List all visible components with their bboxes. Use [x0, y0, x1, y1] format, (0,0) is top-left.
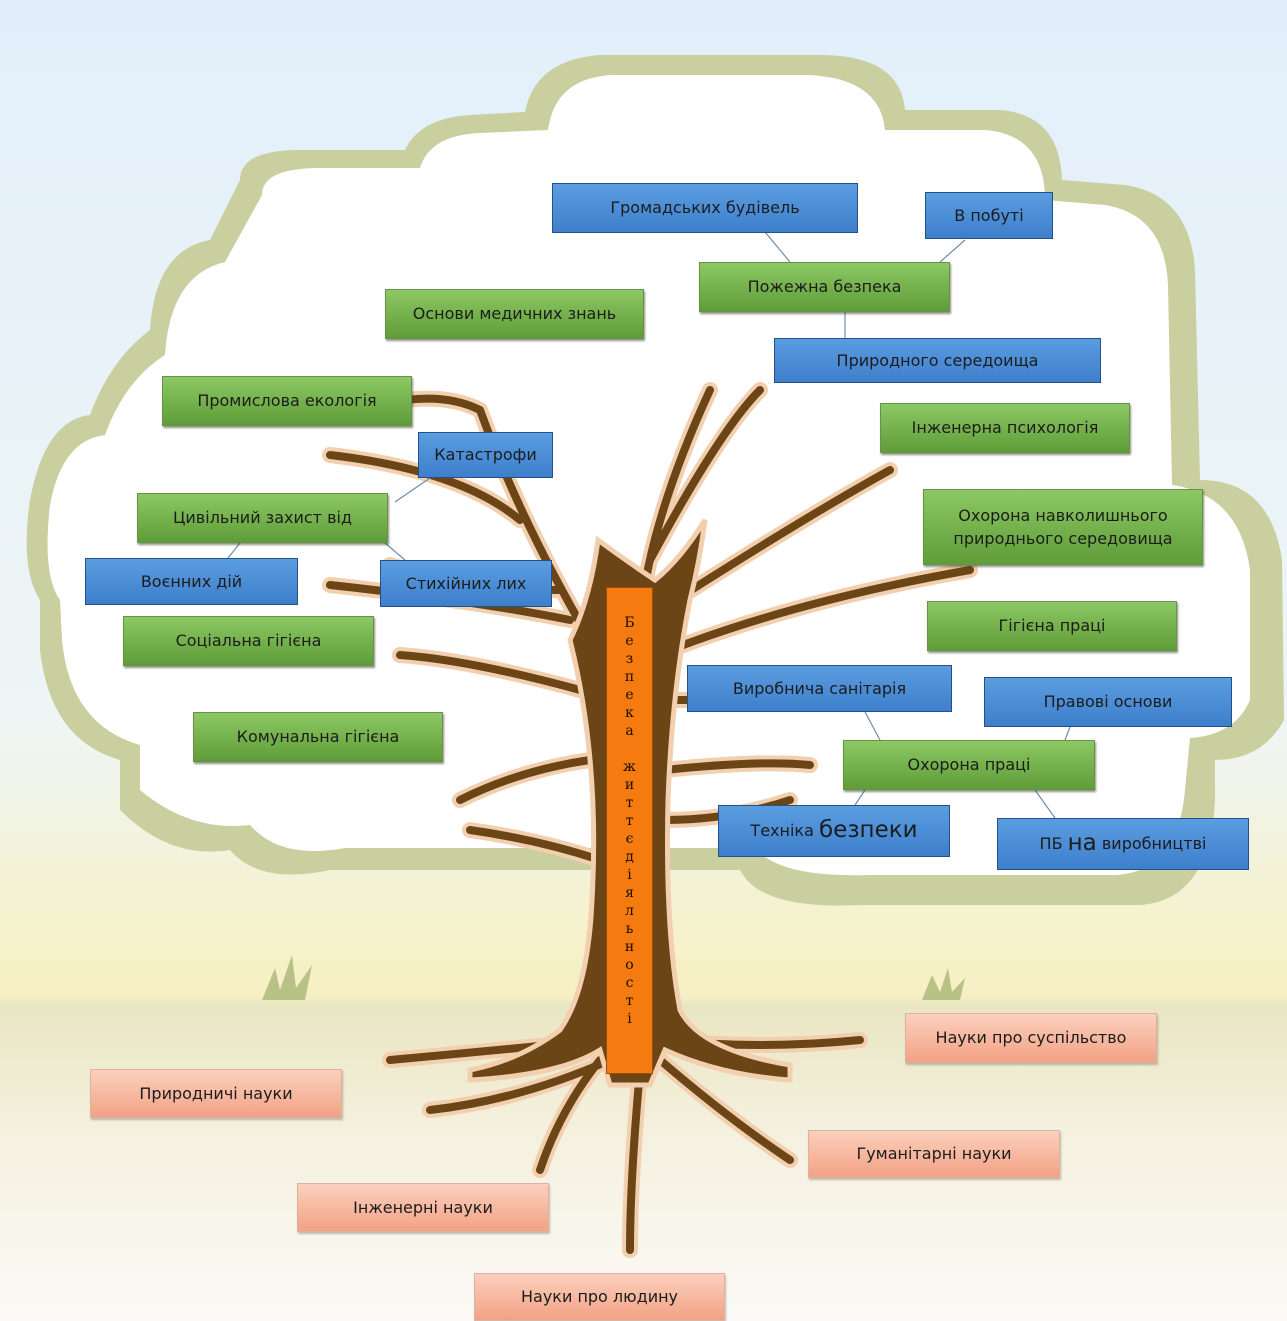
trunk-label-letter: п: [624, 669, 635, 685]
trunk-label-letter: т: [625, 813, 634, 829]
box-komunalna-gigiiena: Комунальна гігієна: [193, 712, 443, 762]
box-sotsialna-gigiiena: Соціальна гігієна: [123, 616, 374, 666]
box-pb-na-vyrobnytstvi: ПБ на виробництві: [997, 818, 1249, 870]
trunk-label-letter: л: [625, 903, 634, 919]
root-gumanitarni-nauky: Гуманітарні науки: [808, 1130, 1060, 1178]
trunk-label-letter: с: [625, 975, 634, 991]
box-vyrobnycha-sanitariia: Виробнича санітарія: [687, 665, 952, 712]
tekhnika-label: Техніка: [750, 821, 814, 841]
root-nauky-pro-liudynu: Науки про людину: [474, 1273, 725, 1321]
trunk-label-letter: е: [625, 687, 634, 703]
bezpeky-label: безпеки: [818, 817, 918, 844]
trunk-label-letter: ь: [625, 921, 634, 937]
pb-label: ПБ: [1039, 834, 1063, 854]
box-v-pobuti: В побуті: [925, 192, 1053, 239]
connectors: [227, 231, 1071, 819]
vyrobnytstvi-label: виробництві: [1101, 834, 1207, 854]
root-inzhenerni-nauky: Інженерні науки: [297, 1183, 549, 1232]
trunk-label-letter: ж: [623, 759, 636, 775]
trunk-label-letter: о: [625, 957, 634, 973]
box-tekhnika-bezpeky: Техніка безпеки: [718, 805, 950, 857]
trunk-label-letter: Б: [624, 615, 635, 631]
trunk-label-letter: а: [625, 723, 634, 739]
branch-core: [326, 386, 974, 1254]
trunk-label-space: [627, 740, 631, 758]
box-okhorona-navkolyshnoho: Охорона навколишнього природнього середо…: [923, 489, 1203, 565]
box-pravovi-osnovy: Правові основи: [984, 677, 1232, 727]
grass-tuft: [262, 955, 312, 1000]
box-osnovy-medychnykh-znan: Основи медичних знань: [385, 289, 644, 339]
trunk-label-letter: н: [624, 939, 635, 955]
trunk-label-letter: д: [625, 849, 634, 865]
root-pryrodnychi-nauky: Природничі науки: [90, 1069, 342, 1118]
trunk-label-letter: і: [627, 867, 632, 883]
box-pozhezhna-bezpeka: Пожежна безпека: [699, 262, 950, 312]
grass-tuft: [922, 968, 965, 1000]
box-voiennykh-dii: Воєнних дій: [85, 558, 298, 605]
trunk-label-letter: є: [625, 831, 634, 847]
trunk-label-letter: к: [625, 705, 634, 721]
box-stykhiinykh-lykh: Стихійних лих: [380, 560, 552, 607]
box-katastrofy: Катастрофи: [418, 432, 553, 478]
box-gromadskykh-budivel: Громадських будівель: [552, 183, 858, 233]
trunk-label-letter: т: [625, 993, 634, 1009]
box-gigiiena-pratsi: Гігієна праці: [927, 601, 1177, 651]
na-label: на: [1067, 830, 1097, 857]
box-pryrodnogo-seredovyshcha: Природного середоища: [774, 338, 1101, 383]
trunk-label-letter: т: [625, 795, 634, 811]
trunk-label-letter: е: [625, 633, 634, 649]
trunk-label-letter: з: [625, 651, 634, 667]
box-promyslova-ekologiia: Промислова екологія: [162, 376, 412, 426]
box-tsyvilnyi-zakhyst: Цивільний захист від: [137, 493, 388, 543]
box-okhorona-pratsi: Охорона праці: [843, 740, 1095, 790]
trunk-label-letter: я: [625, 885, 634, 901]
trunk-label-letter: і: [627, 1011, 632, 1027]
root-nauky-pro-suspilstvo: Науки про суспільство: [905, 1013, 1157, 1063]
trunk-label-letter: и: [624, 777, 635, 793]
box-inzhenerna-psykhologiia: Інженерна психологія: [880, 403, 1130, 453]
